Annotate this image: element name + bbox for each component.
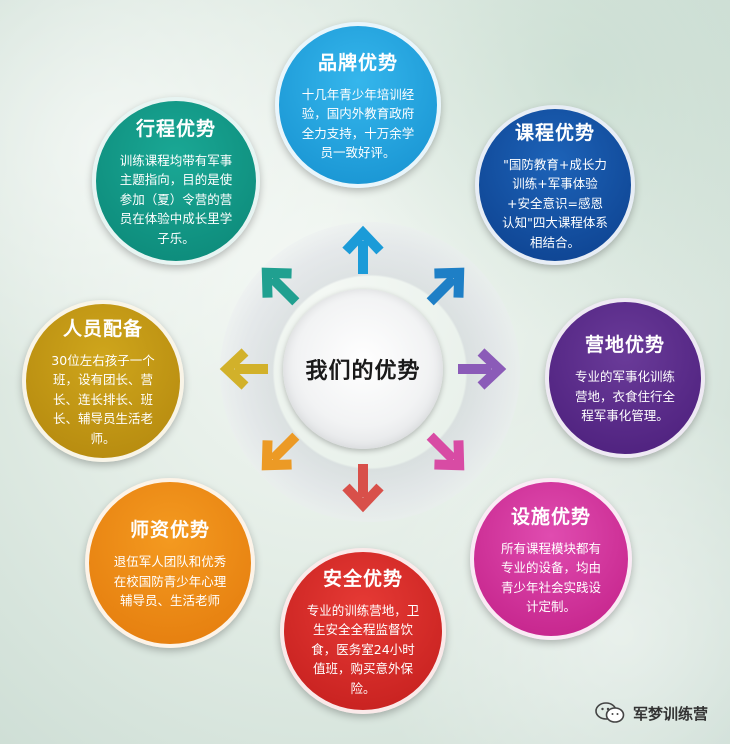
arrow-up-icon bbox=[342, 225, 384, 274]
center-title: 我们的优势 bbox=[305, 359, 421, 384]
node-safety-advantage: 安全优势 专业的训练营地，卫生安全全程监督饮食，医务室24小时值班，购买意外保险… bbox=[280, 548, 446, 714]
arrow-up-right-icon bbox=[426, 267, 465, 306]
node-course-advantage: 课程优势 "国防教育+成长力训练+军事体验+安全意识=感恩认知"四大课程体系相结… bbox=[475, 105, 635, 265]
node-title: 课程优势 bbox=[514, 122, 595, 145]
node-body: 所有课程模块都有专业的设备，均由青少年社会实践设计定制。 bbox=[500, 540, 601, 614]
center-hub: 我们的优势 bbox=[283, 289, 443, 449]
arrow-up-left-icon bbox=[261, 267, 300, 306]
node-title: 安全优势 bbox=[322, 568, 403, 591]
node-body: 专业的训练营地，卫生安全全程监督饮食，医务室24小时值班，购买意外保险。 bbox=[306, 603, 420, 696]
arrow-left-icon bbox=[219, 348, 268, 390]
arrow-down-left-icon bbox=[261, 432, 300, 471]
node-title: 设施优势 bbox=[510, 505, 591, 528]
watermark: 军梦训练营 bbox=[595, 702, 708, 724]
node-title: 人员配备 bbox=[62, 318, 143, 341]
node-route-advantage: 行程优势 训练课程均带有军事主题指向，目的是使参加（夏）令营的营员在体验中成长里… bbox=[92, 97, 260, 265]
node-title: 品牌优势 bbox=[317, 51, 398, 74]
arrow-down-right-icon bbox=[426, 432, 465, 471]
arrow-right-icon bbox=[458, 348, 507, 390]
arrow-down-icon bbox=[342, 464, 384, 513]
node-teacher-advantage: 师资优势 退伍军人团队和优秀在校国防青少年心理辅导员、生活老师 bbox=[85, 478, 255, 648]
node-body: "国防教育+成长力训练+军事体验+安全意识=感恩认知"四大课程体系相结合。 bbox=[502, 157, 608, 250]
node-title: 营地优势 bbox=[584, 334, 665, 357]
node-staff-allocation: 人员配备 30位左右孩子一个班，设有团长、营长、连长排长、班长、辅导员生活老师。 bbox=[22, 300, 184, 462]
node-body: 训练课程均带有军事主题指向，目的是使参加（夏）令营的营员在体验中成长里学子乐。 bbox=[119, 153, 233, 246]
node-body: 专业的军事化训练营地，衣食住行全程军事化管理。 bbox=[574, 369, 675, 424]
watermark-text: 军梦训练营 bbox=[632, 704, 708, 723]
node-title: 行程优势 bbox=[135, 118, 216, 141]
wechat-icon bbox=[595, 702, 625, 723]
node-body: 30位左右孩子一个班，设有团长、营长、连长排长、班长、辅导员生活老师。 bbox=[51, 353, 155, 446]
node-body: 退伍军人团队和优秀在校国防青少年心理辅导员、生活老师 bbox=[113, 554, 227, 609]
node-brand-advantage: 品牌优势 十几年青少年培训经验，国内外教育政府全力支持，十万余学员一致好评。 bbox=[275, 22, 441, 188]
node-title: 师资优势 bbox=[129, 519, 210, 542]
node-facility-advantage: 设施优势 所有课程模块都有专业的设备，均由青少年社会实践设计定制。 bbox=[470, 478, 632, 640]
node-body: 十几年青少年培训经验，国内外教育政府全力支持，十万余学员一致好评。 bbox=[301, 86, 415, 160]
node-camp-advantage: 营地优势 专业的军事化训练营地，衣食住行全程军事化管理。 bbox=[545, 298, 705, 458]
